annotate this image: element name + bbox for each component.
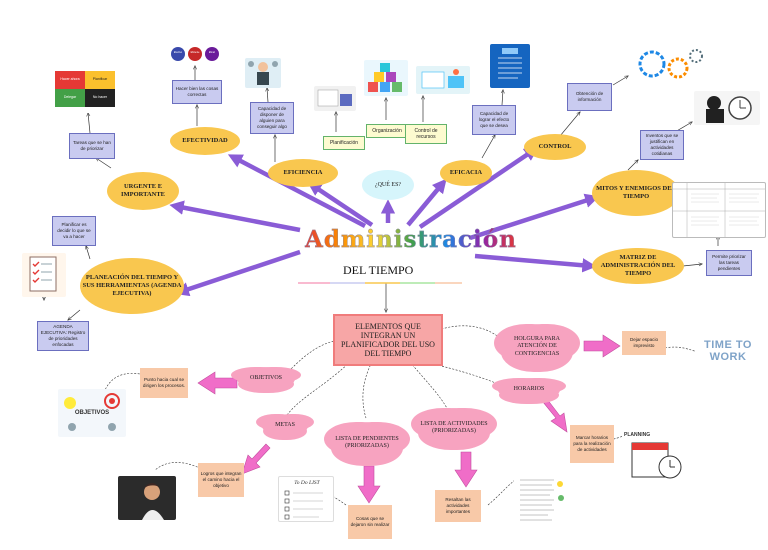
time-to-work-image: TIME TO WORK bbox=[696, 333, 760, 375]
pink-arrow-pendientes bbox=[357, 465, 381, 504]
link-eficacia-note bbox=[481, 135, 495, 159]
note-eficacia: Capacidad de lograr el efecto que se des… bbox=[472, 105, 516, 135]
elements-title-box: ELEMENTOS QUE INTEGRAN UN PLANIFICADOR D… bbox=[333, 314, 443, 366]
arrow-to-matriz bbox=[474, 253, 597, 273]
item-control-recursos: Control de recursos bbox=[405, 124, 447, 144]
note-eficiencia: Capacidad de disponer de alguien para co… bbox=[250, 102, 294, 134]
link-note-doc bbox=[502, 90, 503, 106]
note-actividades: Resaltan las actividades importantes bbox=[435, 490, 481, 522]
cloud-horarios: HORARIOS bbox=[498, 380, 560, 400]
link-note-stress bbox=[267, 88, 268, 103]
cloud-pendientes: LISTA DE PENDIENTES (PRIORIZADAS) bbox=[330, 424, 404, 462]
note-metas: Logros que integran el camino hacia el o… bbox=[198, 463, 244, 497]
oval-matriz: MATRIZ DE ADMINISTRACIÓN DEL TIEMPO bbox=[592, 248, 684, 284]
dash-horarios bbox=[424, 361, 501, 386]
link-control-note bbox=[559, 112, 580, 137]
main-title: Administración bbox=[305, 226, 517, 253]
question-bubble: ¿QUÉ ES? bbox=[362, 170, 414, 200]
matrix-q3: Delegar bbox=[63, 95, 77, 99]
dash-hol-img bbox=[664, 346, 699, 353]
pink-arrow-objetivos bbox=[197, 371, 238, 395]
dash-obj-img bbox=[104, 373, 151, 391]
arrow-to-eficacia bbox=[406, 178, 447, 227]
cloud-holgura: HOLGURA PARA ATENCIÓN DE CONTIGENCIAS bbox=[500, 326, 574, 368]
planning-calendar-image: PLANNING bbox=[622, 429, 688, 493]
objetivos-image: OBJETIVOS bbox=[58, 389, 126, 437]
link-planeacion-planificar bbox=[86, 246, 91, 260]
objetivos-image-word: OBJETIVOS bbox=[74, 410, 110, 416]
arrow-to-control bbox=[418, 146, 539, 229]
note-agenda: AGENDA EJECUTIVA: Registro de prioridade… bbox=[37, 321, 89, 351]
oval-efectividad: EFECTIVIDAD bbox=[170, 127, 240, 155]
dash-act-img bbox=[487, 479, 516, 506]
oval-planeacion: PLANEACIÓN DEL TIEMPO Y SUS HERRAMIENTAS… bbox=[80, 258, 184, 314]
link-planeacion-agenda bbox=[68, 309, 81, 320]
note-horarios: Marcar horarios para la realización de a… bbox=[570, 425, 614, 463]
pink-arrow-holgura bbox=[583, 334, 621, 358]
pink-arrow-actividades bbox=[454, 451, 478, 488]
todo-list-word: To Do LIST bbox=[294, 480, 320, 486]
dash-pendientes bbox=[362, 361, 373, 419]
oval-control: CONTROL bbox=[524, 134, 586, 160]
control-recursos-image bbox=[416, 66, 470, 94]
note-planificar: Planificar es decidir lo que se va a hac… bbox=[52, 216, 96, 246]
link-note-gear bbox=[612, 76, 628, 86]
checklist-image bbox=[22, 253, 66, 297]
efectividad-icons: Efectivo Eficiente Eficaz bbox=[170, 44, 220, 64]
item-organizacion: Organización bbox=[366, 124, 408, 138]
note-ladrones: Inventos que se justifican en actividade… bbox=[640, 130, 684, 160]
arrow-to-urgente bbox=[169, 200, 301, 233]
note-matriz: Permite priorizar las tareas pendientes bbox=[706, 250, 752, 276]
oval-ladrones: MITOS Y ENEMIGOS DEL TIEMPO bbox=[592, 170, 680, 216]
note-efectividad: Hacer bien las cosas correctas bbox=[172, 80, 222, 104]
note-pendientes: Cosas que se dejaron sin realizar bbox=[348, 505, 392, 539]
matrix-table-image bbox=[672, 182, 766, 238]
note-control: Obtención de información bbox=[567, 83, 612, 111]
note-holgura: Dejar espacio imprevisto bbox=[622, 331, 666, 355]
planificacion-image bbox=[314, 86, 356, 111]
stressed-worker-image bbox=[245, 58, 281, 88]
thinking-woman-image bbox=[118, 476, 176, 520]
note-objetivos: Punto hacia cual se dirigen los procesos… bbox=[140, 368, 188, 398]
planning-word: PLANNING bbox=[624, 432, 651, 438]
matrix-q2: Planificar bbox=[92, 77, 108, 81]
arrow-to-eficiencia bbox=[307, 181, 374, 227]
eisenhower-matrix-image: Hacer ahora Planificar Delegar No hacer bbox=[45, 67, 121, 113]
oval-eficiencia: EFICIENCIA bbox=[268, 159, 338, 187]
time-thief-image bbox=[694, 91, 760, 125]
cloud-objetivos: OBJETIVOS bbox=[237, 369, 295, 389]
link-note-matrix bbox=[88, 113, 91, 134]
link-matriz-note bbox=[682, 264, 702, 267]
matrix-q4: No hacer bbox=[92, 95, 108, 99]
main-subtitle: DEL TIEMPO bbox=[343, 263, 414, 277]
arrow-to-efectividad bbox=[227, 154, 367, 228]
note-urgente: Tareas que se han de priorizar bbox=[69, 133, 115, 159]
link-urgente-note bbox=[96, 158, 112, 169]
dash-holgura bbox=[437, 325, 501, 339]
link-ladrones-note bbox=[627, 160, 638, 171]
arrow-to-planeacion bbox=[174, 249, 301, 297]
cloud-metas: METAS bbox=[262, 416, 308, 436]
pink-arrow-metas bbox=[241, 443, 271, 475]
priority-list-image bbox=[514, 474, 568, 526]
cloud-actividades: LISTA DE ACTIVIDADES (PRIORIZADAS) bbox=[417, 410, 491, 446]
oval-urgente: URGENTE E IMPORTANTE bbox=[107, 172, 179, 210]
oval-eficacia: EFICACIA bbox=[440, 160, 492, 186]
time-to-work-word: TIME TO WORK bbox=[704, 339, 752, 364]
dash-metas-img bbox=[154, 462, 205, 471]
matrix-q1: Hacer ahora bbox=[60, 77, 80, 81]
eficacia-document-image bbox=[490, 44, 530, 88]
item-planificacion: Planificación bbox=[323, 136, 365, 150]
control-gears-image bbox=[630, 42, 710, 86]
pink-arrow-horarios bbox=[542, 398, 568, 433]
dash-metas bbox=[283, 361, 351, 421]
arrow-to-ladrones bbox=[469, 193, 600, 241]
icon-label-eficaz: Eficaz bbox=[208, 52, 216, 54]
organizacion-image bbox=[364, 60, 408, 96]
todo-list-image: To Do LIST bbox=[278, 476, 334, 522]
dash-actividades bbox=[409, 361, 449, 411]
icon-label-efectivo: Efectivo bbox=[173, 52, 183, 54]
icon-label-eficiente: Eficiente bbox=[190, 52, 200, 54]
